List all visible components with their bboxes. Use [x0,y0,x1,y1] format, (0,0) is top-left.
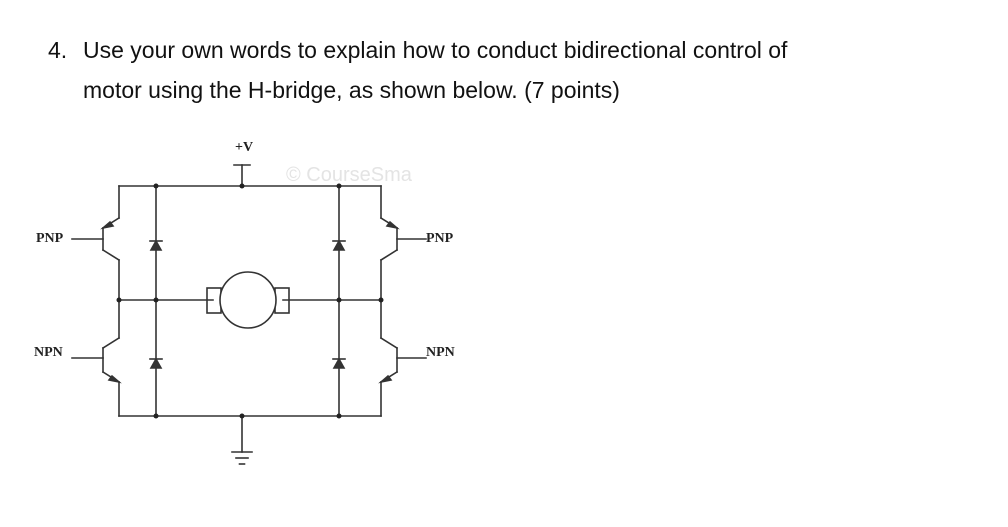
bottom-left-flyback-diode [149,357,163,369]
junction-dots [116,183,384,419]
question-number: 4. [48,37,68,63]
question-line-2: motor using the H-bridge, as shown below… [83,77,620,103]
top-right-pnp-transistor [379,185,427,301]
junction-dot [153,297,159,303]
top-left-flyback-diode [149,239,163,251]
top-right-flyback-diode [332,239,346,251]
junction-dot [336,297,342,303]
bottom-left-npn-transistor [71,299,122,417]
question-text: 4. Use your own words to explain how to c… [48,30,988,110]
junction-dot [336,413,342,419]
question-line-1: 4. Use your own words to explain how to c… [48,30,988,70]
watermark-text: © CourseSma [286,164,413,186]
bottom-right-flyback-diode [332,357,346,369]
question-line-1-text: Use your own words to explain how to con… [83,37,788,63]
junction-dot [153,413,159,419]
bottom-right-transistor-label: NPN [426,345,455,360]
bottom-right-npn-transistor [378,299,427,417]
junction-dot [378,297,384,303]
junction-dot [116,297,122,303]
junction-dot [336,183,342,189]
junction-dot [239,183,245,189]
junction-dot [153,183,159,189]
ground-symbol [231,415,253,465]
top-left-transistor-label: PNP [36,231,64,246]
top-left-pnp-transistor [71,185,121,301]
junction-dot [239,413,245,419]
bottom-left-transistor-label: NPN [34,345,63,360]
supply-label: +V [235,140,253,155]
supply-terminal [233,164,251,187]
motor-symbol [206,271,290,329]
top-right-transistor-label: PNP [426,231,454,246]
